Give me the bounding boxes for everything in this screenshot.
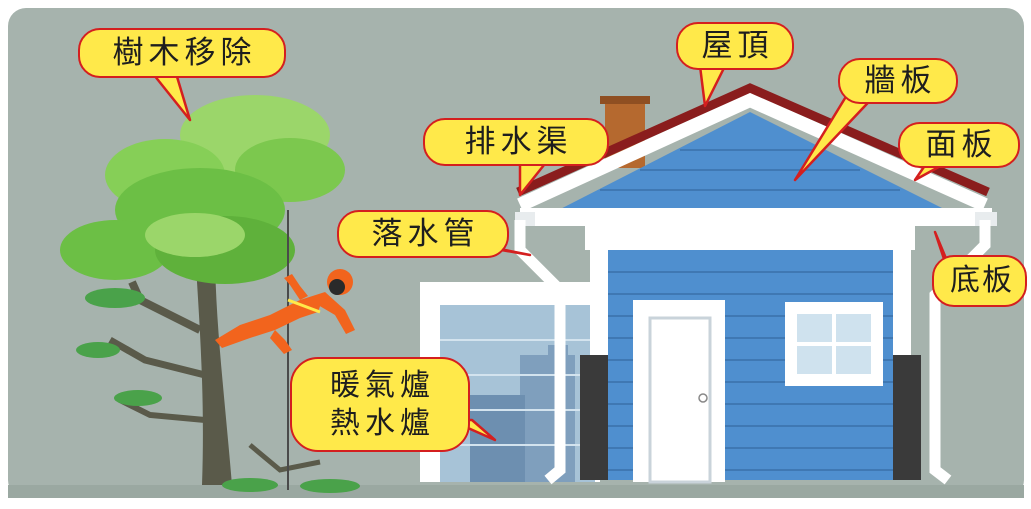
gable-siding: [535, 112, 970, 222]
downspout-left: [514, 220, 566, 485]
column-base-left: [580, 355, 608, 480]
soffit-board: [520, 208, 992, 226]
fascia-board: [517, 92, 988, 212]
ground: [8, 485, 1024, 498]
label-roof: 屋頂: [676, 22, 794, 70]
label-soffit: 底板: [932, 255, 1027, 307]
label-water-heater: 熱水爐: [330, 405, 435, 441]
tree: [60, 95, 360, 493]
tree-trunk: [195, 250, 232, 485]
water-heater-icon: [470, 395, 525, 482]
label-fascia: 面板: [898, 122, 1020, 168]
label-downspout: 落水管: [337, 210, 509, 258]
label-gutter: 排水渠: [423, 118, 609, 166]
furnace-icon: [520, 355, 575, 482]
label-furnace: 暖氣爐: [330, 368, 435, 403]
label-furnace-water-heater: 暖氣爐 熱水爐: [290, 357, 470, 452]
house: [515, 83, 997, 484]
column-base-right: [893, 355, 921, 480]
label-siding: 牆板: [838, 58, 958, 104]
front-door: [648, 316, 712, 484]
label-tree-removal: 樹木移除: [78, 28, 286, 78]
arborist-worker-icon: [215, 269, 355, 354]
porch-beam: [585, 226, 915, 250]
door-knob: [698, 393, 708, 403]
